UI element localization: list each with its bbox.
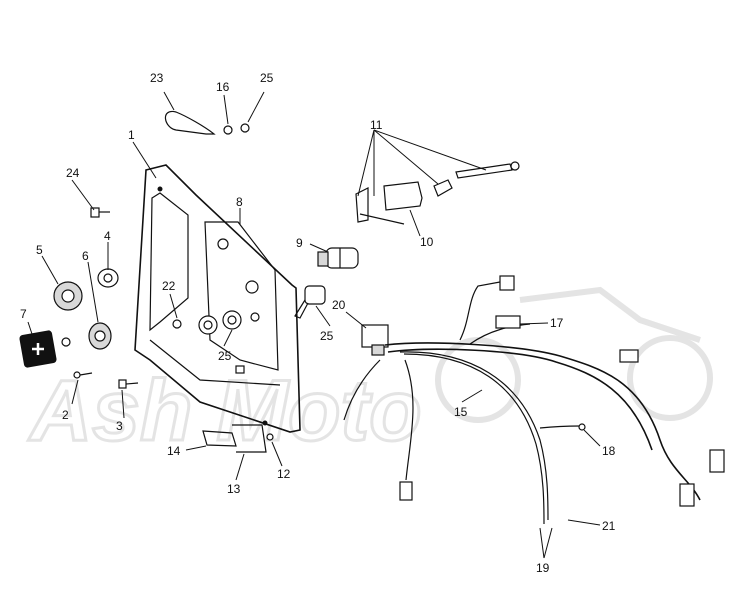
part-label-25-grommet: 25 bbox=[218, 349, 232, 363]
part-label-4: 4 bbox=[104, 229, 111, 243]
part-label-15: 15 bbox=[454, 405, 468, 419]
part-label-13: 13 bbox=[227, 482, 241, 496]
part-label-2: 2 bbox=[62, 408, 69, 422]
toggle-switch bbox=[294, 285, 389, 356]
part-label-7: 7 bbox=[20, 307, 27, 321]
lock-assembly bbox=[19, 268, 119, 368]
part-label-9: 9 bbox=[296, 236, 303, 250]
grommets bbox=[172, 310, 242, 335]
wire-harness bbox=[343, 275, 725, 525]
part-label-8: 8 bbox=[236, 195, 243, 209]
part-label-14: 14 bbox=[167, 444, 181, 458]
part-label-17: 17 bbox=[550, 316, 564, 330]
watermark-motorcycle-icon bbox=[435, 286, 713, 423]
part-label-11: 11 bbox=[370, 118, 383, 132]
lower-bracket bbox=[202, 424, 274, 453]
part-label-3: 3 bbox=[116, 419, 123, 433]
switch bbox=[317, 247, 359, 269]
part-label-6: 6 bbox=[82, 249, 89, 263]
part-label-23: 23 bbox=[150, 71, 164, 85]
part-labels: 1 2 3 4 5 6 7 8 9 10 11 12 13 14 15 16 1… bbox=[20, 71, 616, 575]
mounting-panel bbox=[134, 164, 301, 433]
part-label-16: 16 bbox=[216, 80, 230, 94]
part-label-24: 24 bbox=[66, 166, 80, 180]
latch-assembly bbox=[355, 161, 520, 225]
watermark: Ash Moto bbox=[27, 286, 713, 461]
part-label-10: 10 bbox=[420, 235, 434, 249]
part-label-18: 18 bbox=[602, 444, 616, 458]
part-label-1: 1 bbox=[128, 128, 135, 142]
part-label-19: 19 bbox=[536, 561, 550, 575]
part-label-22: 22 bbox=[162, 279, 176, 293]
bolt bbox=[90, 207, 110, 218]
part-label-25-switch: 25 bbox=[320, 329, 334, 343]
part-label-25-top: 25 bbox=[260, 71, 274, 85]
part-label-20: 20 bbox=[332, 298, 346, 312]
screws bbox=[73, 371, 139, 389]
spring-clip bbox=[164, 110, 250, 135]
leader-lines bbox=[27, 91, 601, 559]
part-label-12: 12 bbox=[277, 467, 291, 481]
part-label-5: 5 bbox=[36, 243, 43, 257]
part-label-21: 21 bbox=[602, 519, 616, 533]
